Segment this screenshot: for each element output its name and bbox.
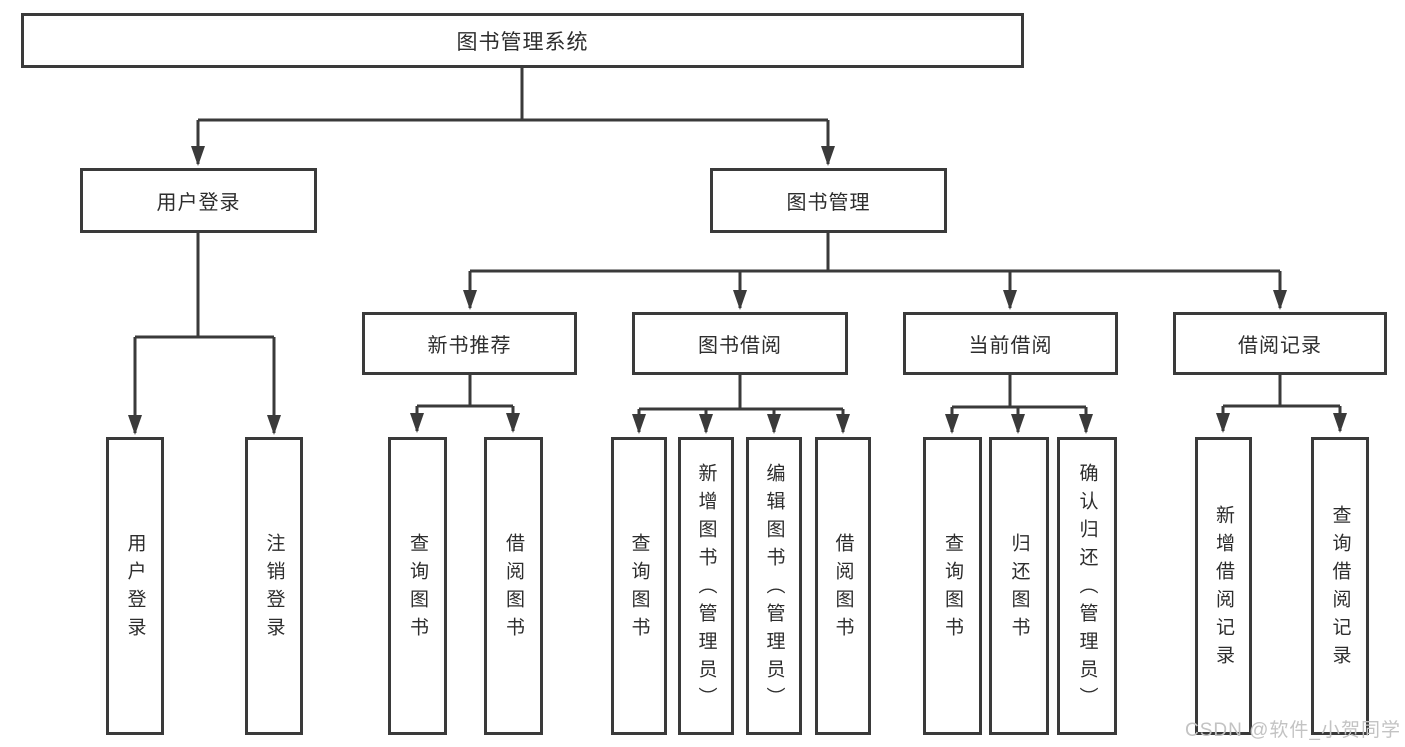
leaf-borrow-add-books-admin: 新增图书（管理员） (678, 437, 734, 735)
leaf-borrow-query-books: 查询图书 (611, 437, 667, 735)
node-book-borrow: 图书借阅 (632, 312, 848, 375)
leaf-recommend-borrow-books: 借阅图书 (484, 437, 543, 735)
leaf-current-return-books: 归还图书 (989, 437, 1049, 735)
leaf-records-add-record: 新增借阅记录 (1195, 437, 1252, 735)
node-user-login: 用户登录 (80, 168, 317, 233)
leaf-user-login: 用户登录 (106, 437, 164, 735)
leaf-logout: 注销登录 (245, 437, 303, 735)
leaf-recommend-query-books: 查询图书 (388, 437, 447, 735)
leaf-borrow-borrow-books: 借阅图书 (815, 437, 871, 735)
node-book-management: 图书管理 (710, 168, 947, 233)
leaf-records-query-record: 查询借阅记录 (1311, 437, 1369, 735)
leaf-current-query-books: 查询图书 (923, 437, 982, 735)
node-current-borrow: 当前借阅 (903, 312, 1118, 375)
leaf-borrow-edit-books-admin: 编辑图书（管理员） (746, 437, 802, 735)
csdn-watermark: CSDN @软件_小贺同学 (1185, 720, 1401, 741)
node-root-system: 图书管理系统 (21, 13, 1024, 68)
node-borrow-records: 借阅记录 (1173, 312, 1387, 375)
node-new-book-recommend: 新书推荐 (362, 312, 577, 375)
leaf-current-confirm-return-admin: 确认归还（管理员） (1057, 437, 1117, 735)
